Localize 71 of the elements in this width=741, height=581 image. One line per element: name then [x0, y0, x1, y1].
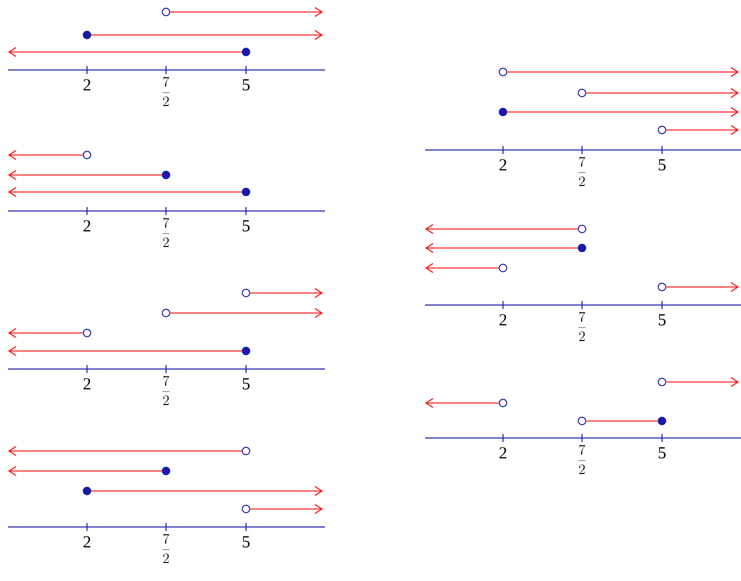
filled-endpoint [242, 48, 250, 56]
tick-label: 5 [242, 378, 250, 390]
ray-arrow [170, 7, 323, 17]
open-endpoint [658, 282, 666, 292]
tick-label: 5 [658, 447, 666, 458]
filled-endpoint [82, 486, 92, 496]
filled-endpoint [242, 346, 250, 356]
open-endpoint [578, 88, 586, 98]
open-endpoint [498, 264, 508, 272]
ray-arrow [425, 398, 499, 408]
filled-endpoint [498, 108, 508, 116]
filled-endpoint [162, 466, 170, 476]
ray-arrow [250, 504, 323, 514]
open-endpoint [498, 68, 508, 76]
open-endpoint [162, 8, 170, 16]
open-endpoint [498, 398, 508, 408]
ray-arrow [8, 187, 242, 197]
tick-label: 5 [658, 159, 666, 170]
ray-arrow [425, 224, 578, 234]
open-endpoint [242, 288, 250, 298]
tick-label: $\frac{7}{2}$ [162, 76, 170, 106]
open-endpoint [82, 150, 92, 160]
tick-label: 2 [500, 314, 506, 326]
tick-label: 5 [242, 536, 250, 548]
ray-arrow [586, 88, 739, 98]
tick-label: $\frac{7}{2}$ [162, 376, 170, 405]
filled-endpoint [578, 244, 586, 252]
ray-arrow [8, 466, 162, 476]
tick-label: $\frac{7}{2}$ [162, 218, 170, 247]
ray-arrow [8, 328, 83, 338]
open-endpoint [162, 308, 170, 318]
ray-arrow [91, 30, 323, 40]
ray-arrow [507, 67, 739, 77]
tick-label: 5 [242, 220, 250, 232]
tick-label: $\frac{7}{2}$ [162, 534, 170, 563]
ray-arrow [425, 243, 578, 253]
ray-arrow [666, 125, 739, 135]
filled-endpoint [658, 416, 666, 426]
filled-endpoint [242, 188, 250, 196]
ray-arrow [170, 308, 323, 318]
open-endpoint [578, 416, 586, 426]
ray-arrow [8, 47, 242, 57]
ray-arrow [666, 282, 739, 292]
open-endpoint [242, 504, 250, 514]
tick-label: 2 [84, 220, 90, 232]
open-endpoint [658, 378, 666, 386]
tick-label: 2 [84, 79, 90, 90]
tick-label: 5 [242, 79, 250, 90]
tick-label: 2 [500, 159, 506, 170]
filled-endpoint [82, 30, 92, 40]
ray-arrow [507, 107, 739, 117]
tick-label: $\frac{7}{2}$ [578, 156, 586, 186]
open-endpoint [578, 224, 586, 234]
ray-arrow [8, 446, 242, 456]
open-endpoint [242, 446, 250, 456]
ray-arrow [666, 377, 739, 387]
tick-label: $\frac{7}{2}$ [578, 312, 586, 341]
ray-arrow [425, 263, 499, 273]
tick-label: 2 [500, 447, 506, 458]
ray-arrow [250, 288, 323, 298]
open-endpoint [82, 328, 92, 338]
ray-arrow [8, 346, 242, 356]
filled-endpoint [162, 170, 170, 180]
tick-label: $\frac{7}{2}$ [578, 444, 586, 474]
tick-label: 5 [658, 314, 666, 326]
ray-arrow [91, 486, 323, 496]
ray-arrow [8, 150, 83, 160]
open-endpoint [658, 126, 666, 134]
ray-arrow [8, 170, 162, 180]
tick-label: 2 [84, 536, 90, 548]
tick-label: 2 [84, 378, 90, 390]
